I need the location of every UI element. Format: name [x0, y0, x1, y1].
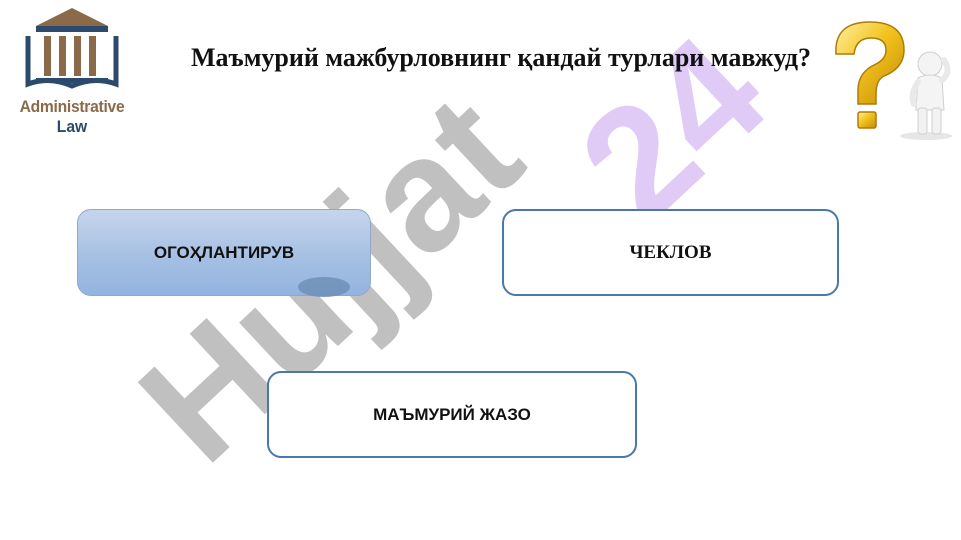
box-warning: ОГОҲЛАНТИРУВ [77, 209, 371, 297]
administrative-law-logo: Administrative Law [10, 6, 134, 136]
logo-text-line1: Administrative [19, 97, 125, 116]
box-warning-highlight [298, 277, 350, 297]
box-restriction-label: ЧЕКЛОВ [629, 241, 712, 263]
slide-title: Маъмурий мажбурловнинг қандай турлари ма… [191, 43, 811, 72]
box-warning-label: ОГОҲЛАНТИРУВ [153, 242, 295, 262]
box-restriction: ЧЕКЛОВ [502, 209, 839, 296]
box-administrative-penalty-label: МАЪМУРИЙ ЖАЗО [373, 404, 531, 424]
box-administrative-penalty: МАЪМУРИЙ ЖАЗО [267, 371, 637, 458]
question-mark-figure-icon [835, 21, 952, 140]
logo-text-line2: Law [56, 117, 88, 136]
courthouse-icon [25, 8, 119, 89]
